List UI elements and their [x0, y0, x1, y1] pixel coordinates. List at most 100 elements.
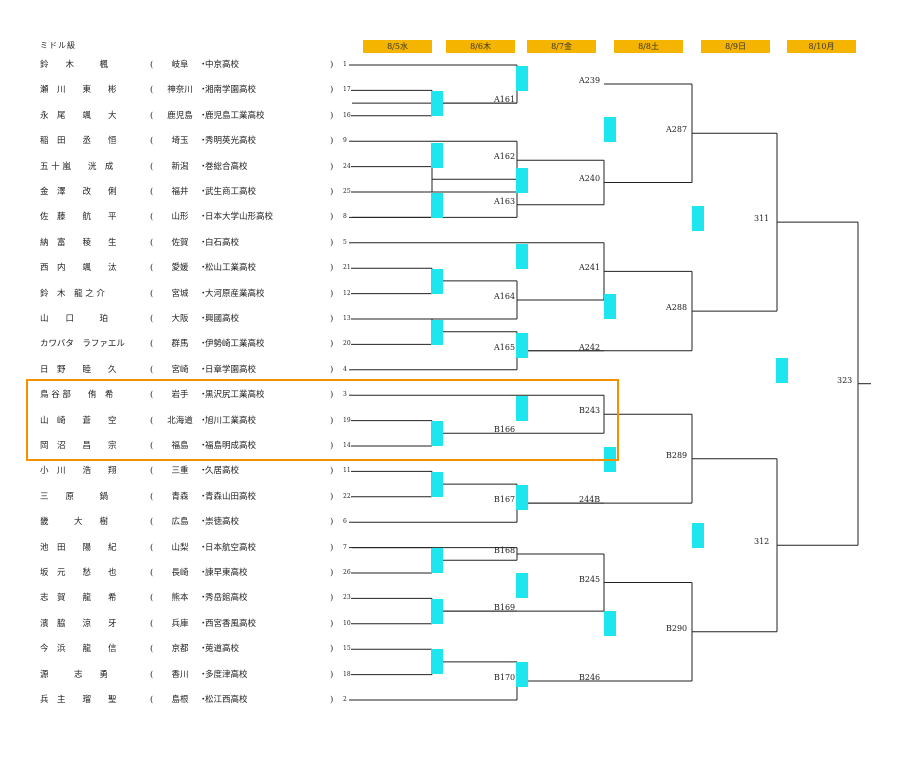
- prefecture: 京都: [171, 644, 189, 655]
- school-name: 日本大学山形高校: [205, 212, 274, 223]
- match-label: B166: [494, 425, 516, 435]
- player-name: 源 志 勇: [40, 669, 109, 680]
- school-name: 武生商工高校: [205, 187, 257, 197]
- match-label: A164: [494, 291, 516, 301]
- match-label: 312: [754, 537, 770, 547]
- seed-number: 16: [343, 111, 351, 119]
- seed-number: 25: [343, 188, 351, 195]
- close-paren: ): [330, 237, 334, 248]
- prefecture: 宮城: [171, 288, 189, 299]
- school-name: 湘南学園高校: [205, 85, 257, 96]
- separator-dot: ・: [199, 644, 208, 655]
- prefecture: 青森: [171, 491, 189, 502]
- prefecture: 三重: [171, 466, 189, 477]
- school-name: 松江西高校: [205, 695, 248, 705]
- separator-dot: ・: [199, 695, 208, 705]
- player-name: 納 富 稜 生: [40, 237, 117, 248]
- seed-number: 4: [343, 365, 347, 373]
- seed-number: 1: [343, 61, 347, 68]
- match-label: A239: [579, 76, 601, 86]
- separator-dot: ・: [199, 390, 208, 401]
- match-label: 311: [754, 214, 770, 224]
- match-label: 323: [837, 375, 853, 385]
- school-name: 旭川工業高校: [205, 415, 257, 426]
- close-paren: ): [330, 491, 334, 502]
- prefecture: 広島: [171, 517, 189, 528]
- player-name: 日 野 睦 久: [40, 364, 117, 375]
- close-paren: ): [330, 161, 334, 172]
- open-paren: (: [150, 314, 154, 324]
- player-name: 五 十 嵐 洸 成: [40, 161, 114, 172]
- school-name: 崇徳高校: [205, 517, 240, 528]
- open-paren: (: [150, 466, 154, 477]
- match-label: A161: [494, 95, 516, 105]
- seed-number: 17: [343, 86, 351, 94]
- progress-marker: [604, 117, 616, 142]
- progress-marker: [516, 333, 528, 358]
- open-paren: (: [150, 695, 154, 705]
- prefecture: 山梨: [171, 542, 189, 553]
- match-label: B170: [494, 672, 516, 682]
- open-paren: (: [150, 110, 154, 121]
- match-label: A241: [579, 263, 601, 273]
- open-paren: (: [150, 136, 154, 147]
- open-paren: (: [150, 85, 154, 96]
- player-name: 西 内 颯 汰: [40, 263, 117, 274]
- progress-marker: [431, 421, 443, 446]
- prefecture: 新潟: [171, 161, 189, 172]
- seed-number: 11: [343, 467, 351, 475]
- player-name: 金 澤 改 俐: [40, 187, 117, 197]
- prefecture: 鹿児島: [167, 110, 193, 121]
- school-name: 秀岳館高校: [205, 593, 248, 604]
- open-paren: (: [150, 491, 154, 502]
- open-paren: (: [150, 161, 154, 172]
- seed-number: 19: [343, 416, 351, 424]
- match-label: A162: [494, 152, 516, 162]
- school-name: 松山工業高校: [205, 263, 257, 274]
- player-name: 稲 田 丞 恒: [40, 136, 117, 147]
- player-name: 永 尾 颯 大: [40, 110, 117, 121]
- school-name: 日本航空高校: [205, 542, 257, 553]
- seed-number: 7: [343, 543, 347, 551]
- date-badge: 8/7金: [527, 40, 596, 53]
- close-paren: ): [330, 466, 334, 477]
- open-paren: (: [150, 517, 154, 528]
- progress-marker: [431, 320, 443, 345]
- seed-number: 13: [343, 315, 351, 322]
- progress-marker: [431, 548, 443, 573]
- match-label: B167: [494, 495, 516, 505]
- match-label: A163: [494, 196, 516, 206]
- prefecture: 山形: [171, 212, 189, 223]
- school-name: 黒沢尻工業高校: [205, 390, 265, 401]
- prefecture: 佐賀: [171, 237, 189, 248]
- separator-dot: ・: [199, 491, 208, 502]
- separator-dot: ・: [199, 364, 208, 375]
- prefecture: 埼玉: [171, 136, 189, 147]
- player-name: 佐 藤 航 平: [40, 212, 117, 223]
- open-paren: (: [150, 390, 154, 401]
- close-paren: ): [330, 187, 334, 197]
- open-paren: (: [150, 187, 154, 197]
- close-paren: ): [330, 60, 334, 70]
- match-label: B289: [666, 450, 688, 460]
- match-label: B290: [666, 623, 688, 633]
- progress-marker: [431, 91, 443, 116]
- school-name: 興國高校: [205, 314, 240, 324]
- close-paren: ): [330, 593, 334, 604]
- match-label: B168: [494, 545, 516, 555]
- school-name: 多度津高校: [205, 669, 248, 680]
- close-paren: ): [330, 415, 334, 426]
- school-name: 白石高校: [205, 237, 240, 248]
- match-label: A240: [579, 174, 601, 184]
- date-badge: 8/10月: [787, 40, 856, 53]
- player-name: 坂 元 愁 也: [40, 568, 117, 578]
- separator-dot: ・: [199, 187, 208, 197]
- school-name: 莵道高校: [205, 644, 240, 655]
- progress-marker: [431, 269, 443, 294]
- seed-number: 20: [343, 340, 351, 348]
- player-name: 三 原 鍋: [40, 491, 109, 502]
- school-name: 諫早東高校: [205, 568, 248, 578]
- seed-number: 3: [343, 391, 347, 399]
- close-paren: ): [330, 568, 334, 578]
- prefecture: 長崎: [171, 568, 189, 578]
